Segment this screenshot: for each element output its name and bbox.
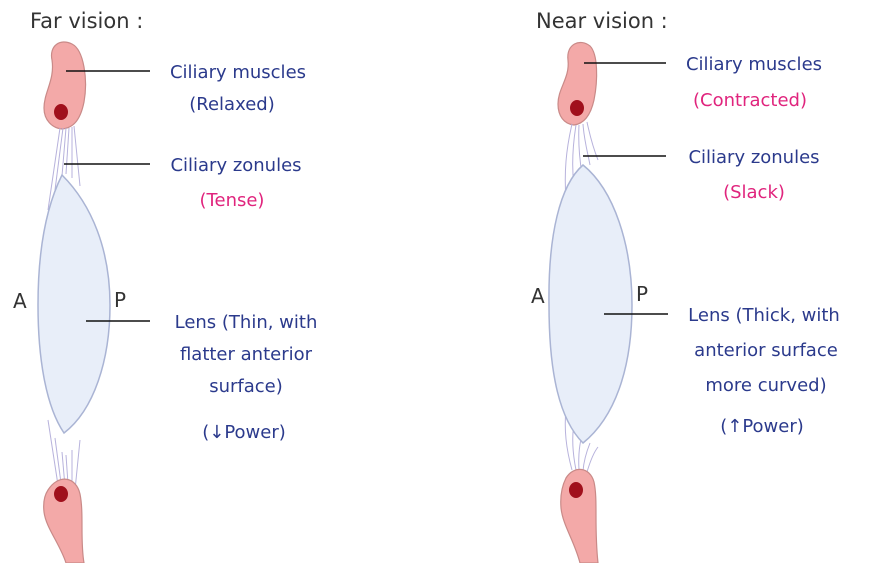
far-posterior-label: P (114, 288, 126, 312)
far-anterior-label: A (13, 289, 27, 313)
far-vision-panel: Far vision : A P Ciliary muscles (Relaxe… (13, 9, 317, 563)
far-power-word: Power) (224, 422, 285, 443)
near-zonules-state: (Slack) (723, 182, 785, 203)
near-increase-arrow-icon: ↑ (727, 416, 742, 437)
near-lens-line2: anterior surface (694, 340, 838, 361)
near-lower-muscle-nucleus (569, 482, 583, 498)
far-lens (38, 175, 110, 433)
far-lens-line2: flatter anterior (180, 344, 313, 365)
far-vision-title: Far vision : (30, 9, 143, 33)
far-muscles-state: (Relaxed) (189, 94, 274, 115)
far-zonules-label: Ciliary zonules (170, 155, 301, 176)
near-vision-title: Near vision : (536, 9, 668, 33)
far-lens-line3: surface) (209, 376, 283, 397)
near-lens-line1: Lens (Thick, with (688, 305, 840, 326)
far-upper-muscle-nucleus (54, 104, 68, 120)
far-decrease-arrow-icon: ↓ (209, 422, 224, 443)
near-muscles-label: Ciliary muscles (686, 54, 822, 75)
far-muscles-label: Ciliary muscles (170, 62, 306, 83)
near-lens (549, 165, 632, 443)
near-zonules-label: Ciliary zonules (688, 147, 819, 168)
far-lower-muscle-nucleus (54, 486, 68, 502)
near-anterior-label: A (531, 284, 545, 308)
near-power-word: Power) (742, 416, 803, 437)
near-upper-muscle-nucleus (570, 100, 584, 116)
far-zonules-state: (Tense) (200, 190, 265, 211)
near-posterior-label: P (636, 282, 648, 306)
far-lens-power: (↓Power) (202, 422, 286, 443)
far-power-open-paren: ( (202, 422, 209, 443)
near-lens-line3: more curved) (705, 375, 826, 396)
near-lens-power: (↑Power) (720, 416, 804, 437)
near-muscles-state: (Contracted) (693, 90, 807, 111)
near-vision-panel: Near vision : A P Ciliary muscles (Contr… (531, 9, 840, 563)
far-lens-line1: Lens (Thin, with (175, 312, 318, 333)
near-power-open-paren: ( (720, 416, 727, 437)
